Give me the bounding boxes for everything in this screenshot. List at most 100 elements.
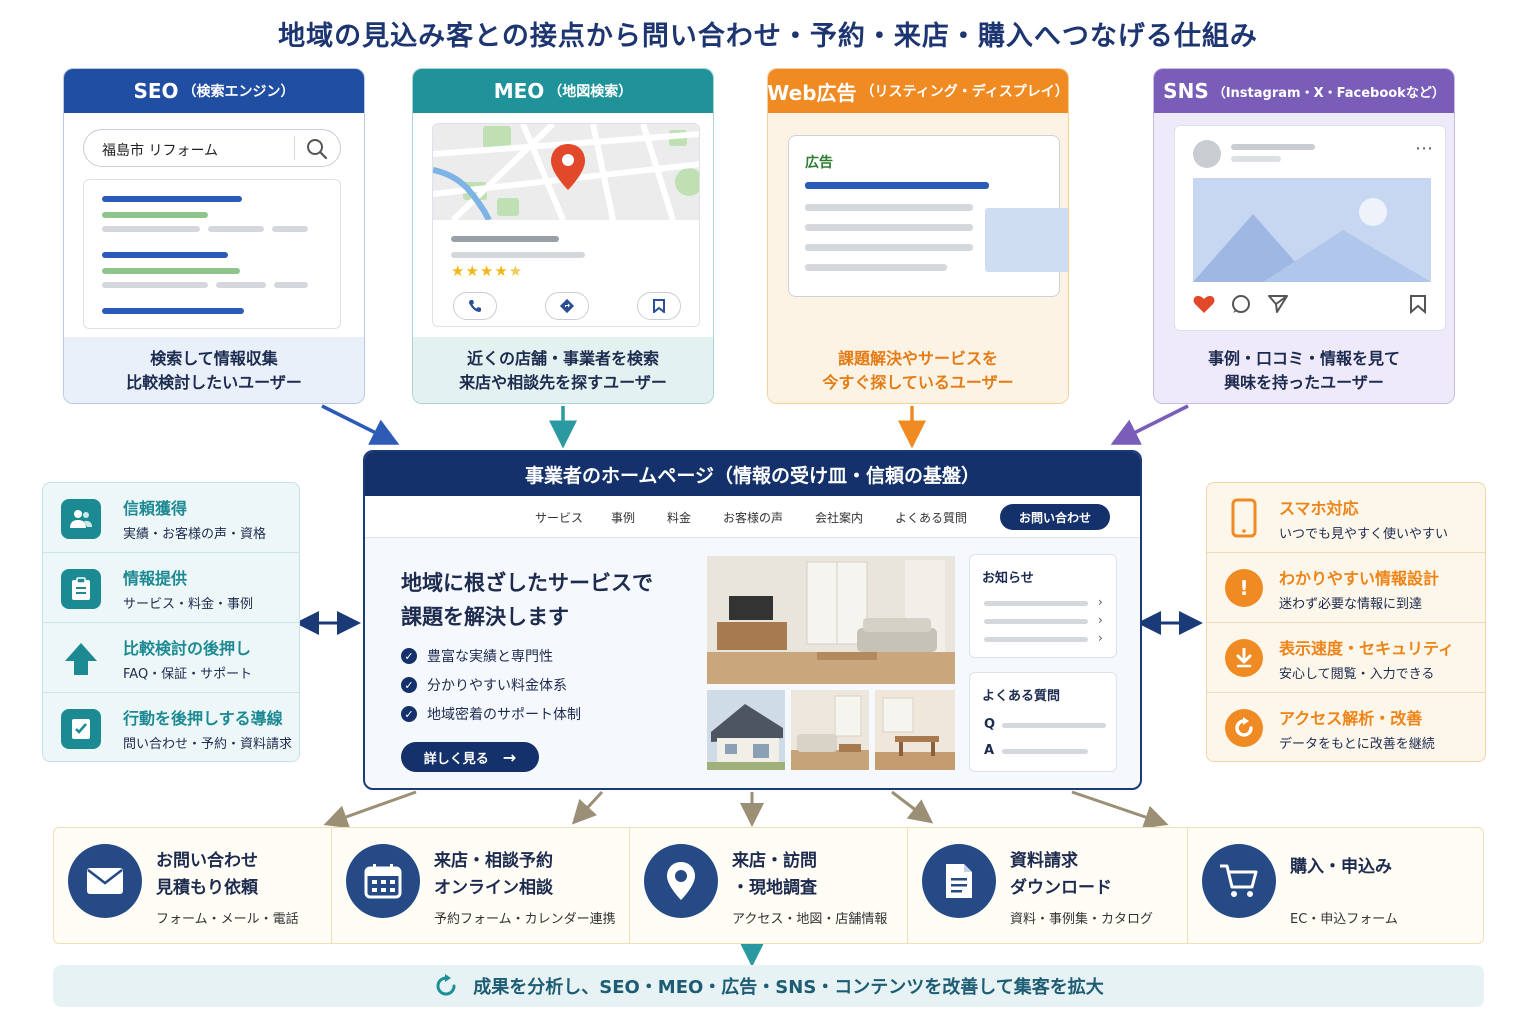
nav-item-company[interactable]: 会社案内 — [815, 511, 864, 525]
outcome-title-line1: お問い合わせ — [156, 851, 258, 871]
chevron-right-icon[interactable]: › — [1098, 631, 1103, 645]
check-icon: ✓ — [401, 677, 417, 693]
outcome-title-line2: ダウンロード — [1010, 878, 1112, 898]
feature-text: 豊富な実績と専門性 — [427, 649, 553, 665]
web-ad-mockup: 広告 — [768, 113, 1068, 337]
role-item-title: 比較検討の後押し — [123, 639, 252, 658]
outcome-title-line1: 購入・申込み — [1290, 857, 1392, 877]
web-ad-desc-line2: 今すぐ探しているユーザー — [822, 373, 1014, 392]
role-item-title: 信頼獲得 — [123, 499, 188, 518]
outcome-download: 資料請求ダウンロード 資料・事例集・カタログ — [908, 828, 1188, 943]
web-ad-card-description: 課題解決やサービスを 今すぐ探しているユーザー — [768, 337, 1068, 403]
nav-item-voices[interactable]: お客様の声 — [723, 511, 784, 525]
quality-item-analytics: アクセス解析・改善 データをもとに改善を継続 — [1207, 693, 1485, 761]
outcome-purchase: 購入・申込み EC・申込フォーム — [1188, 828, 1485, 943]
quality-item-title: わかりやすい情報設計 — [1279, 569, 1440, 588]
feature-check: ✓ 分かりやすい料金体系 — [401, 675, 567, 695]
quality-item-title: スマホ対応 — [1279, 499, 1359, 518]
seo-search-mockup: 福島市 リフォーム — [64, 113, 364, 337]
sns-card-subtitle: （Instagram・X・Facebookなど） — [1212, 85, 1445, 101]
outcome-title: 来店・訪問・現地調査 — [732, 848, 817, 902]
call-button[interactable] — [453, 292, 497, 320]
role-item-trust: 信頼獲得 実績・お客様の声・資格 — [43, 483, 299, 553]
meo-desc-line1: 近くの店舗・事業者を検索 — [466, 349, 659, 368]
arrow-sns — [1110, 404, 1189, 445]
arrow-up-icon — [61, 639, 101, 679]
living-room-photo — [791, 690, 869, 770]
document-icon — [922, 844, 996, 918]
role-item-cta: 行動を後押しする導線 問い合わせ・予約・資料請求 — [43, 693, 299, 761]
hero-heading: 地域に根ざしたサービスで 課題を解決します — [401, 566, 653, 634]
more-button[interactable]: 詳しく見る→ — [401, 742, 539, 772]
save-button[interactable] — [637, 292, 681, 320]
quality-item-subtitle: データをもとに改善を継続 — [1279, 737, 1435, 752]
rating-stars: ★★★★★ — [451, 262, 524, 280]
meo-card: MEO （地図検索） — [412, 68, 714, 404]
quality-item-title: アクセス解析・改善 — [1279, 709, 1423, 728]
users-icon — [61, 499, 101, 539]
news-title: お知らせ — [982, 571, 1034, 586]
download-icon — [1225, 639, 1263, 677]
conversion-outcomes: お問い合わせ見積もり依頼 フォーム・メール・電話 来店・相談予約オンライン相談 … — [53, 827, 1484, 944]
quality-item-subtitle: いつでも見やすく使いやすい — [1279, 527, 1449, 542]
meo-card-title: MEO — [493, 79, 545, 103]
feature-text: 地域密着のサポート体制 — [427, 707, 581, 723]
nav-item-faq[interactable]: よくある質問 — [895, 511, 968, 525]
search-icon[interactable] — [306, 138, 328, 160]
sns-card: SNS （Instagram・X・Facebookなど） ⋯ 事例・口コミ・情報… — [1153, 68, 1455, 404]
share-icon[interactable] — [1267, 294, 1289, 314]
outcome-subtitle: 資料・事例集・カタログ — [1010, 912, 1154, 927]
seo-card-description: 検索して情報収集 比較検討したいユーザー — [64, 337, 364, 403]
outcome-title-line2: オンライン相談 — [434, 878, 553, 898]
quality-item-subtitle: 迷わず必要な情報に到達 — [1279, 597, 1423, 612]
mail-icon — [68, 844, 142, 918]
seo-desc-line2: 比較検討したいユーザー — [126, 373, 302, 392]
more-options-icon[interactable]: ⋯ — [1415, 138, 1433, 159]
arrow-out-1 — [323, 790, 417, 829]
outcome-title: 来店・相談予約オンライン相談 — [434, 848, 553, 902]
nav-item-pricing[interactable]: 料金 — [667, 511, 692, 525]
comment-icon[interactable] — [1231, 294, 1251, 314]
feature-check: ✓豊富な実績と専門性 — [401, 646, 553, 666]
cart-icon — [1202, 844, 1276, 918]
sns-card-title: SNS — [1163, 79, 1209, 103]
map-pin-icon — [644, 844, 718, 918]
sns-post-mockup: ⋯ — [1154, 113, 1454, 337]
outcome-title: 購入・申込み — [1290, 854, 1392, 881]
outcome-visit: 来店・訪問・現地調査 アクセス・地図・店舗情報 — [630, 828, 908, 943]
heart-icon[interactable] — [1193, 294, 1215, 314]
chevron-right-icon[interactable]: › — [1098, 595, 1103, 609]
homepage-quality-panel: スマホ対応 いつでも見やすく使いやすい ! わかりやすい情報設計 迷わず必要な情… — [1206, 482, 1486, 762]
quality-item-mobile: スマホ対応 いつでも見やすく使いやすい — [1207, 483, 1485, 553]
search-input[interactable]: 福島市 リフォーム — [83, 129, 341, 167]
role-item-info: 情報提供 サービス・料金・事例 — [43, 553, 299, 623]
role-item-subtitle: FAQ・保証・サポート — [123, 667, 253, 682]
outcome-subtitle: 予約フォーム・カレンダー連携 — [434, 912, 616, 927]
sns-card-description: 事例・口コミ・情報を見て 興味を持ったユーザー — [1154, 337, 1454, 403]
role-item-compare: 比較検討の後押し FAQ・保証・サポート — [43, 623, 299, 693]
role-item-subtitle: 実績・お客様の声・資格 — [123, 527, 267, 542]
seo-card-title: SEO — [133, 79, 179, 103]
faq-a-label: A — [984, 743, 995, 758]
homepage-header: 事業者のホームページ（情報の受け皿・信頼の基盤） — [365, 452, 1140, 496]
outcome-title-line1: 資料請求 — [1010, 851, 1078, 871]
arrow-seo — [321, 404, 400, 445]
directions-button[interactable] — [545, 292, 589, 320]
contact-nav-button[interactable]: お問い合わせ — [1000, 504, 1110, 530]
feature-text: 分かりやすい料金体系 — [427, 678, 567, 694]
diagram-title: 地域の見込み客との接点から問い合わせ・予約・来店・購入へつなげる仕組み — [278, 21, 1258, 52]
sns-desc-line1: 事例・口コミ・情報を見て — [1207, 349, 1400, 368]
arrow-out-5 — [1071, 790, 1169, 829]
nav-item-service[interactable]: サービス — [535, 511, 584, 525]
dining-photo — [875, 690, 955, 770]
chevron-right-icon[interactable]: › — [1098, 613, 1103, 627]
bookmark-icon[interactable] — [1409, 294, 1427, 314]
web-ad-card-header: Web広告 （リスティング・ディスプレイ） — [768, 69, 1068, 113]
sns-card-header: SNS （Instagram・X・Facebookなど） — [1154, 69, 1454, 113]
nav-item-cases[interactable]: 事例 — [611, 511, 636, 525]
seo-desc-line1: 検索して情報収集 — [150, 349, 278, 368]
outcome-title-line1: 来店・訪問 — [732, 851, 817, 871]
outcome-subtitle: アクセス・地図・店舗情報 — [732, 912, 888, 927]
improvement-footer: 成果を分析し、SEO・MEO・広告・SNS・コンテンツを改善して集客を拡大 — [53, 965, 1484, 1007]
